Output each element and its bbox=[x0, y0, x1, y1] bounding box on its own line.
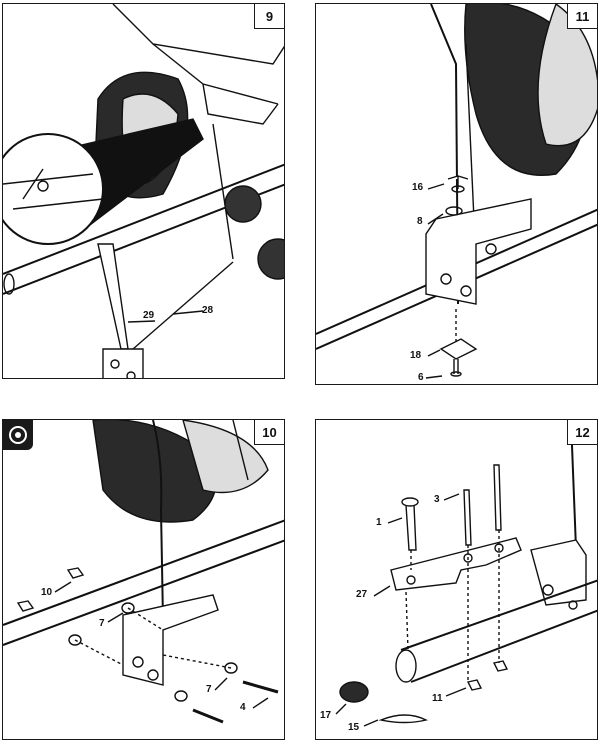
step-number: 12 bbox=[567, 420, 597, 445]
callout-8: 8 bbox=[417, 216, 423, 227]
callout-7-upper: 7 bbox=[99, 618, 105, 629]
callout-29: 29 bbox=[143, 310, 155, 321]
callout-3: 3 bbox=[434, 494, 440, 505]
callout-17: 17 bbox=[320, 710, 332, 721]
caution-note-icon bbox=[3, 420, 33, 450]
callout-1: 1 bbox=[376, 517, 382, 528]
callout-7-lower: 7 bbox=[206, 684, 212, 695]
callout-18: 18 bbox=[410, 350, 422, 361]
step-10-panel: 10 bbox=[2, 419, 285, 740]
callout-10: 10 bbox=[41, 587, 53, 598]
callout-4: 4 bbox=[240, 702, 246, 713]
step-9-illustration bbox=[3, 4, 284, 378]
step-11-panel: 11 bbox=[315, 3, 598, 385]
callout-16: 16 bbox=[412, 182, 424, 193]
callout-27: 27 bbox=[356, 589, 368, 600]
callout-6: 6 bbox=[418, 372, 424, 383]
step-12-panel: 12 bbox=[315, 419, 598, 740]
callout-28: 28 bbox=[202, 305, 214, 316]
callout-11: 11 bbox=[432, 693, 443, 704]
step-12-illustration bbox=[335, 420, 597, 727]
step-10-illustration bbox=[3, 420, 284, 724]
step-number: 10 bbox=[254, 420, 284, 445]
callout-15: 15 bbox=[348, 722, 360, 733]
step-11-illustration bbox=[316, 4, 597, 379]
step-9-panel: 9 bbox=[2, 3, 285, 379]
step-number: 11 bbox=[567, 4, 597, 29]
step-number: 9 bbox=[254, 4, 284, 29]
